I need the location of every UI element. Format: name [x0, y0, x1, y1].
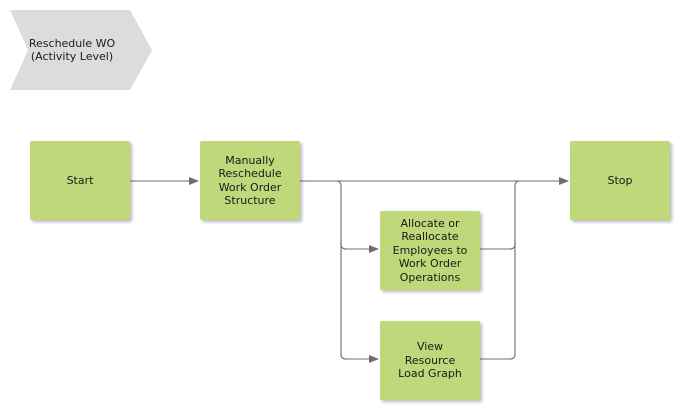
- start-node[interactable]: Start: [30, 141, 130, 220]
- connector-manual-to-allocate: [300, 180, 379, 253]
- view-resource-load-graph-node[interactable]: View Resource Load Graph: [380, 321, 480, 400]
- connector-allocate-to-stop: [480, 180, 568, 250]
- allocate-employees-node[interactable]: Allocate or Reallocate Employees to Work…: [380, 211, 480, 290]
- process-title: Reschedule WO (Activity Level): [28, 37, 116, 63]
- connector-view-to-stop: [480, 240, 516, 360]
- stop-node[interactable]: Stop: [570, 141, 670, 220]
- connector-manual-to-view: [340, 240, 379, 363]
- process-chevron-shape: [10, 10, 152, 90]
- manually-reschedule-node[interactable]: Manually Reschedule Work Order Structure: [200, 141, 300, 220]
